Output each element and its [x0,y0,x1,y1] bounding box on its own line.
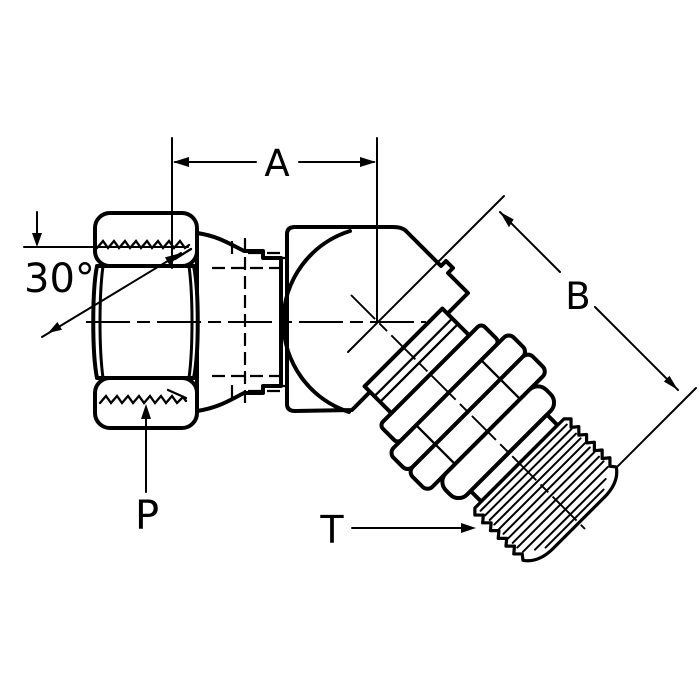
leader-t: T [319,508,476,552]
angle-arrow-lower [48,322,62,333]
dim-a-arrow-left [173,157,189,167]
knurl-marks-bottom [98,394,188,405]
angle-tick-arrow [32,233,42,247]
label-p: P [135,493,159,539]
female-swivel-nut [91,211,200,430]
leader-p-arrow [141,404,151,419]
leader-t-arrow [461,523,476,533]
angle-label: 30° [24,256,95,302]
leader-p: P [135,404,159,539]
dim-b-arrow-lower [663,375,678,390]
hex-flat-lines [415,359,522,466]
male-axis-centerline [350,294,586,530]
label-t: T [319,508,344,552]
dimension-a: A [171,137,378,322]
burnish-mark [173,247,193,261]
dim-b-extension-upper [347,195,505,353]
burnish-mark [166,388,188,400]
dim-b-arrow-upper [500,212,514,228]
nut-top-band [93,211,199,268]
angle-annotation: 30° [23,211,189,338]
dim-label-b: B [565,275,590,318]
angle-diagonal-line [41,252,182,338]
dim-label-a: A [264,142,289,185]
dimension-b: B [347,195,679,391]
dim-a-arrow-right [360,157,376,167]
angle-arrow-upper [165,253,181,266]
